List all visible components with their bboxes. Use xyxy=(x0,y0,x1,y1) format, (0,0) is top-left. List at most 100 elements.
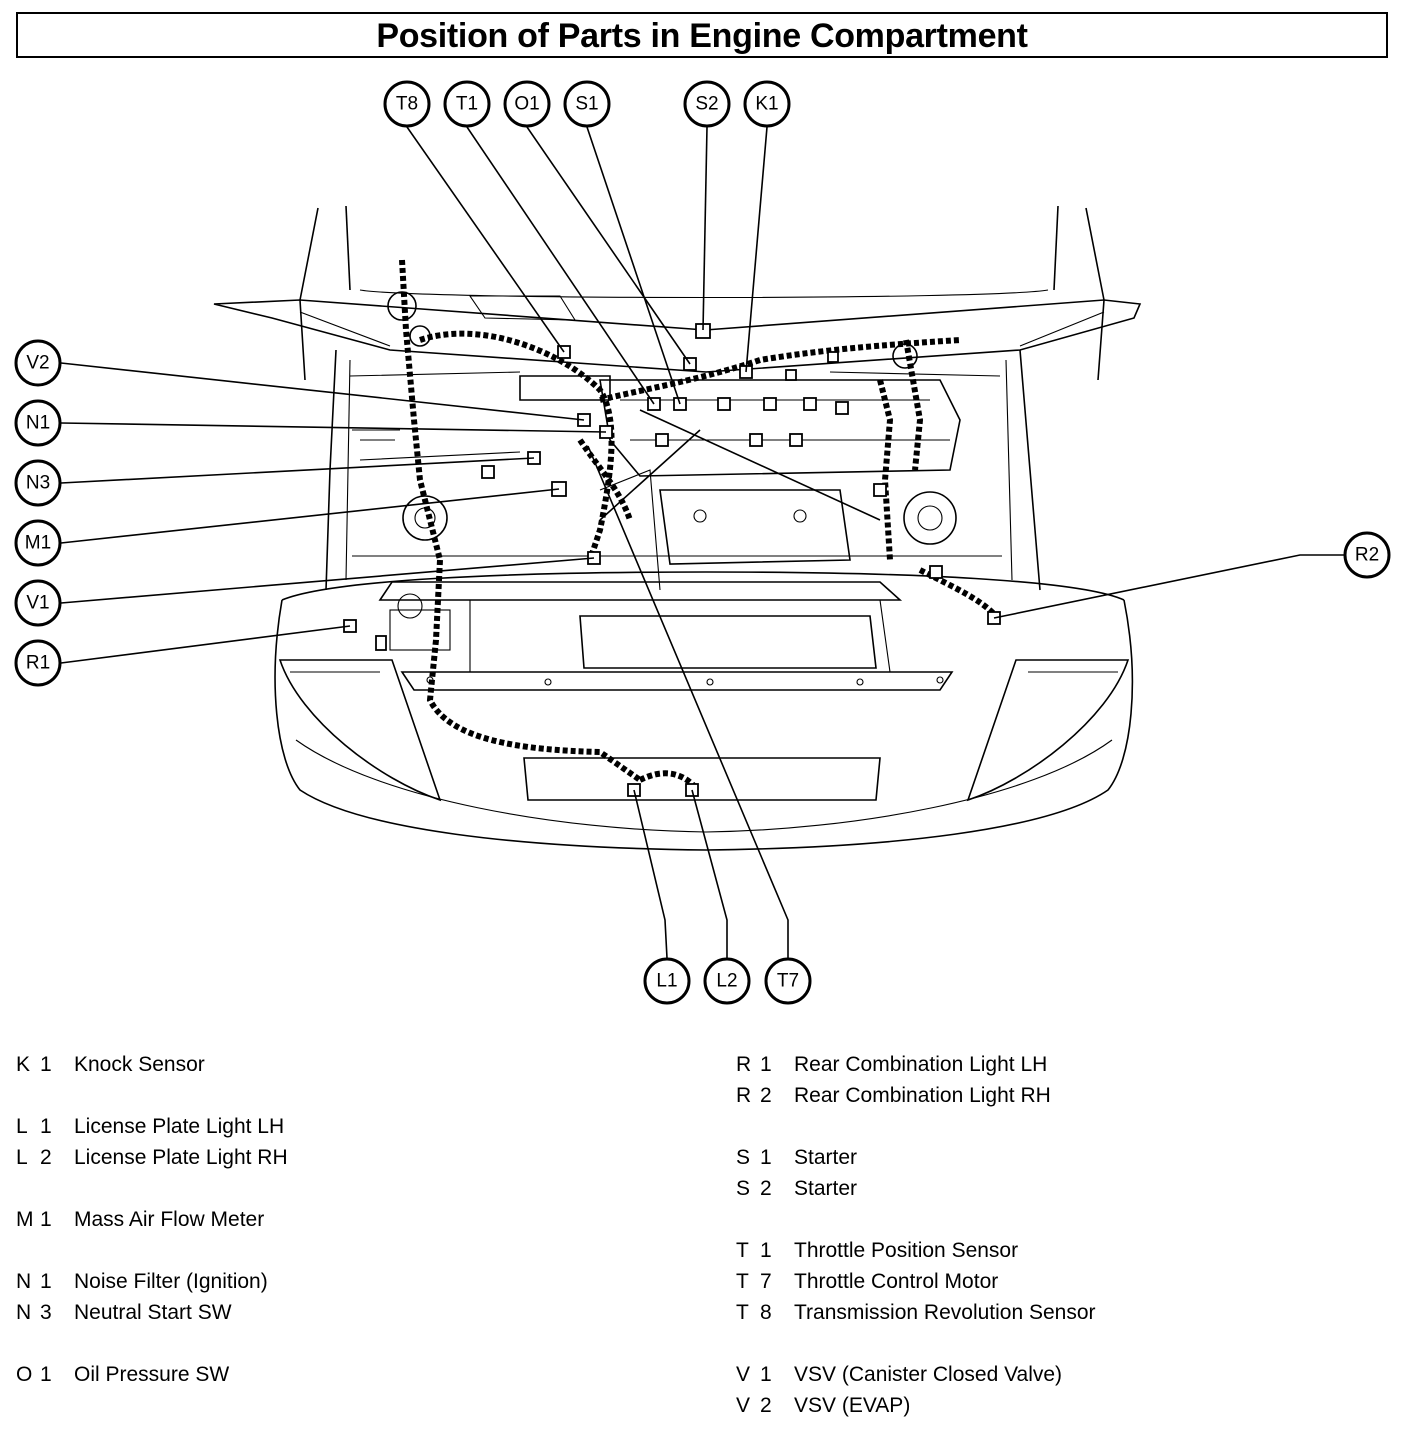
legend-number: 1 xyxy=(760,1363,772,1386)
callout-s2: S2 xyxy=(683,80,731,128)
legend-gap xyxy=(16,1235,288,1266)
legend-letter: T xyxy=(736,1301,749,1324)
legend-letter: L xyxy=(16,1146,28,1169)
svg-text:T7: T7 xyxy=(777,971,799,992)
legend-part-name: Knock Sensor xyxy=(74,1053,205,1076)
legend-part-name: Throttle Control Motor xyxy=(794,1270,999,1293)
callout-k1: K1 xyxy=(743,80,791,128)
svg-text:N1: N1 xyxy=(26,413,50,434)
legend-number: 7 xyxy=(760,1270,772,1293)
legend-part-name: Noise Filter (Ignition) xyxy=(74,1270,268,1293)
legend-letter: N xyxy=(16,1301,32,1324)
legend-gap xyxy=(16,1173,288,1204)
legend-number: 1 xyxy=(40,1053,52,1076)
page-title: Position of Parts in Engine Compartment xyxy=(376,17,1028,55)
legend-part-name: VSV (Canister Closed Valve) xyxy=(794,1363,1063,1386)
svg-text:L1: L1 xyxy=(656,971,677,992)
legend-letter: T xyxy=(736,1239,749,1262)
svg-text:K1: K1 xyxy=(755,94,778,115)
legend-part-name: Neutral Start SW xyxy=(74,1301,232,1324)
leader-lines xyxy=(60,126,1344,959)
legend-letter: V xyxy=(736,1394,751,1417)
legend-number: 1 xyxy=(760,1146,772,1169)
title-box: Position of Parts in Engine Compartment xyxy=(16,12,1388,58)
svg-text:R2: R2 xyxy=(1355,545,1379,566)
callout-r1: R1 xyxy=(14,639,62,687)
callout-n1: N1 xyxy=(14,399,62,447)
legend-part-name: VSV (EVAP) xyxy=(794,1394,911,1417)
callout-t1: T1 xyxy=(443,80,491,128)
svg-text:T1: T1 xyxy=(456,94,478,115)
legend-letter: N xyxy=(16,1270,32,1293)
svg-text:O1: O1 xyxy=(514,94,539,115)
legend-letter: V xyxy=(736,1363,751,1386)
legend-gap xyxy=(736,1204,1096,1235)
legend-letter: O xyxy=(16,1363,33,1386)
legend-letter: M xyxy=(16,1208,34,1231)
callout-m1: M1 xyxy=(14,519,62,567)
legend-gap xyxy=(16,1328,288,1359)
callout-l1: L1 xyxy=(643,957,691,1005)
legend-part-name: Throttle Position Sensor xyxy=(794,1239,1019,1262)
legend-number: 8 xyxy=(760,1301,772,1324)
legend-letter: R xyxy=(736,1053,752,1076)
legend-number: 1 xyxy=(40,1208,52,1231)
svg-text:S2: S2 xyxy=(695,94,718,115)
callout-r2: R2 xyxy=(1343,531,1391,579)
legend-part-name: License Plate Light LH xyxy=(74,1115,285,1138)
legend-number: 1 xyxy=(760,1239,772,1262)
legend-gap xyxy=(736,1111,1096,1142)
legend-part-name: Mass Air Flow Meter xyxy=(74,1208,265,1231)
callout-t7: T7 xyxy=(764,957,812,1005)
svg-text:L2: L2 xyxy=(716,971,737,992)
legend-number: 2 xyxy=(760,1084,772,1107)
callouts: T8 T1 O1 S1 S2 K1 V2 N1 N3 M1 V1 R1 R2 L… xyxy=(14,80,1391,1005)
legend-letter: S xyxy=(736,1177,751,1200)
legend-part-name: Rear Combination Light RH xyxy=(794,1084,1051,1107)
svg-text:T8: T8 xyxy=(396,94,418,115)
svg-text:M1: M1 xyxy=(25,533,51,554)
connectors xyxy=(343,323,1001,797)
legend-number: 1 xyxy=(760,1053,772,1076)
callout-v2: V2 xyxy=(14,339,62,387)
legend-number: 3 xyxy=(40,1301,52,1324)
legend-number: 1 xyxy=(40,1270,52,1293)
svg-text:V2: V2 xyxy=(26,353,49,374)
legend-letter: L xyxy=(16,1115,28,1138)
vehicle-outline xyxy=(213,205,1142,851)
legend-part-name: Rear Combination Light LH xyxy=(794,1053,1048,1076)
legend-number: 2 xyxy=(40,1146,52,1169)
legend-number: 2 xyxy=(760,1394,772,1417)
callout-o1: O1 xyxy=(503,80,551,128)
callout-l2: L2 xyxy=(703,957,751,1005)
callout-s1: S1 xyxy=(563,80,611,128)
legend-part-name: Starter xyxy=(794,1146,858,1169)
legend-letter: S xyxy=(736,1146,751,1169)
legend-letter: R xyxy=(736,1084,752,1107)
legend-number: 1 xyxy=(40,1363,52,1386)
svg-text:R1: R1 xyxy=(26,653,50,674)
engine-compartment-diagram: T8 T1 O1 S1 S2 K1 V2 N1 N3 M1 V1 R1 R2 L… xyxy=(14,80,1391,1005)
svg-text:V1: V1 xyxy=(26,593,49,614)
legend-part-name: Starter xyxy=(794,1177,858,1200)
legend-letter: K xyxy=(16,1053,31,1076)
legend-gap xyxy=(736,1328,1096,1359)
callout-t8: T8 xyxy=(383,80,431,128)
svg-text:N3: N3 xyxy=(26,473,50,494)
